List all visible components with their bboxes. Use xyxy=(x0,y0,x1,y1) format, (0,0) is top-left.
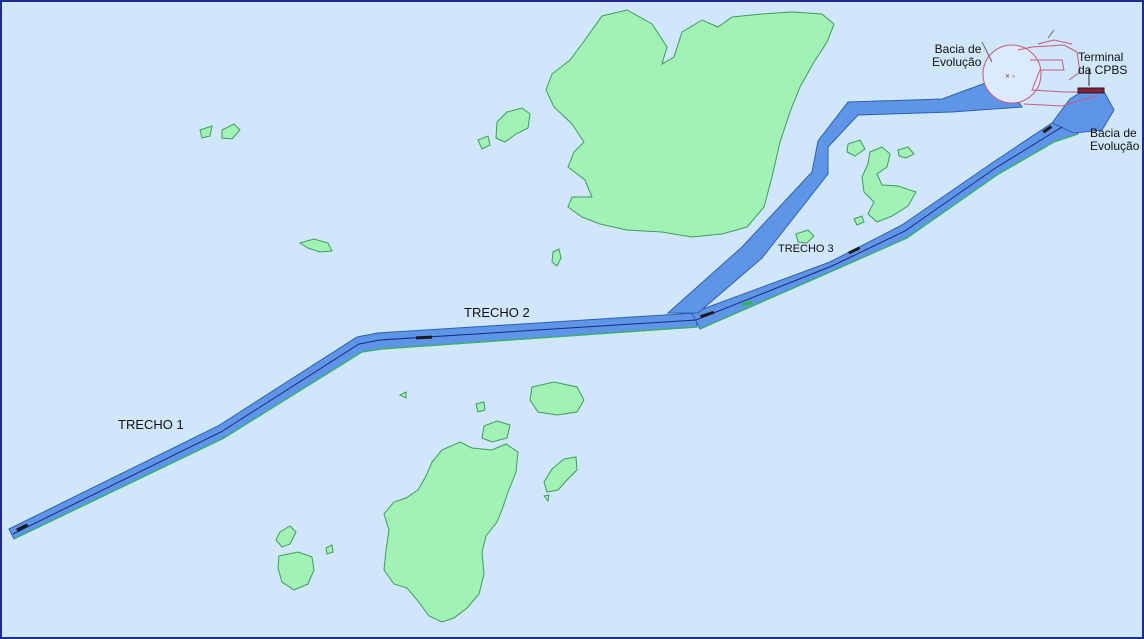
terminal-line-1 xyxy=(1017,44,1081,81)
vessel-marker-6 xyxy=(1042,125,1053,134)
island-east-1 xyxy=(846,139,866,157)
island-south-3 xyxy=(481,420,511,443)
island-south-west-1 xyxy=(275,525,297,548)
island-south-5 xyxy=(543,494,550,503)
island-south-west-2 xyxy=(277,551,315,591)
island-east-3 xyxy=(897,146,915,159)
vessel-marker-4 xyxy=(741,300,753,307)
label-trecho-1: TRECHO 1 xyxy=(118,417,184,432)
island-north-west-1 xyxy=(495,107,531,143)
island-small-2 xyxy=(221,123,241,140)
terminal-pier xyxy=(1077,87,1105,94)
terminal-outline: ✕ ○ xyxy=(981,29,1105,107)
island-east-2 xyxy=(861,146,917,223)
island-east-4 xyxy=(853,215,865,226)
island-channel-side xyxy=(795,229,815,244)
islands-layer xyxy=(199,9,917,623)
label-bacia-evolucao-north: Bacia de Evolução xyxy=(932,42,982,69)
vessel-marker-1 xyxy=(16,523,29,532)
evolution-basin-circle xyxy=(982,44,1042,104)
terminal-line-5 xyxy=(981,41,993,63)
access-channel-north xyxy=(666,76,1023,314)
island-south-4 xyxy=(543,456,578,493)
vessel-marker-3 xyxy=(700,310,715,319)
channel-centerline xyxy=(12,126,1063,535)
channel-edge-green-2 xyxy=(699,133,1079,330)
label-terminal-cpbs: Terminal da CPBS xyxy=(1078,50,1128,77)
island-south-2 xyxy=(475,401,486,413)
island-south-1 xyxy=(398,391,407,399)
channel-edge-green-1 xyxy=(13,326,698,540)
island-south-large xyxy=(383,441,519,623)
trecho-1-2-channel xyxy=(8,312,698,540)
island-south-round xyxy=(529,381,585,416)
island-center-small xyxy=(551,248,562,267)
navigation-channel-layer xyxy=(8,76,1115,540)
vessel-marker-2 xyxy=(415,335,433,340)
island-west xyxy=(298,238,333,253)
island-small-1 xyxy=(199,125,213,139)
island-north-west-2 xyxy=(477,135,491,150)
terminal-line-4 xyxy=(1037,39,1073,45)
terminal-basin xyxy=(1051,87,1115,134)
terminal-small-text: ✕ ○ xyxy=(1005,74,1016,80)
terminal-line-3 xyxy=(1023,95,1097,107)
label-bacia-evolucao-east: Bacia de Evolução xyxy=(1090,126,1140,153)
vessel-marker-5 xyxy=(848,246,861,255)
terminal-line-6 xyxy=(1047,29,1055,39)
terminal-line-2 xyxy=(1030,59,1096,93)
label-trecho-3: TRECHO 3 xyxy=(778,243,834,255)
island-south-west-3 xyxy=(325,544,334,555)
label-trecho-2: TRECHO 2 xyxy=(464,305,530,320)
large-island-north xyxy=(545,9,835,238)
